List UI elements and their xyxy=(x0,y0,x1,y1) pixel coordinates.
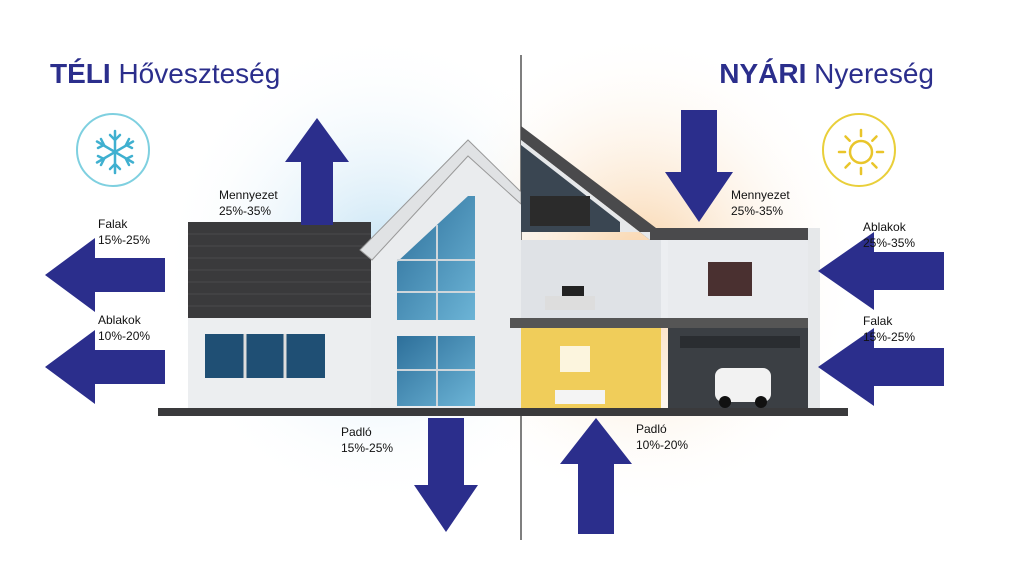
summer-title: NYÁRI Nyereség xyxy=(719,58,934,90)
house-right-half xyxy=(510,126,820,410)
arrow-summer-windows xyxy=(818,232,944,310)
arrow-winter-walls xyxy=(45,238,165,312)
label-winter-walls-name: Falak xyxy=(98,217,128,231)
arrow-summer-roof xyxy=(665,110,733,222)
arrow-winter-windows xyxy=(45,330,165,404)
arrow-summer-floor xyxy=(560,418,632,534)
arrow-winter-roof xyxy=(285,118,349,225)
label-summer-windows-name: Ablakok xyxy=(863,220,906,234)
label-winter-roof-name: Mennyezet xyxy=(219,188,278,202)
label-summer-floor-name: Padló xyxy=(636,422,667,436)
label-summer-roof-value: 25%-35% xyxy=(731,204,784,218)
label-winter-windows-value: 10%-20% xyxy=(98,329,151,343)
label-summer-walls-name: Falak xyxy=(863,314,893,328)
label-summer-roof-name: Mennyezet xyxy=(731,188,790,202)
label-winter-walls-value: 15%-25% xyxy=(98,233,151,247)
label-summer-roof: Mennyezet 25%-35% xyxy=(731,187,790,219)
arrows-winter xyxy=(45,118,478,532)
label-winter-windows-name: Ablakok xyxy=(98,313,141,327)
winter-title-bold: TÉLI xyxy=(50,58,111,89)
summer-title-normal: Nyereség xyxy=(814,58,934,89)
label-summer-walls-value: 15%-25% xyxy=(863,330,916,344)
label-summer-windows-value: 25%-35% xyxy=(863,236,916,250)
winter-title-normal: Hőveszteség xyxy=(118,58,281,89)
arrows-summer xyxy=(560,110,944,534)
snowflake-icon xyxy=(95,129,135,175)
label-winter-walls: Falak 15%-25% xyxy=(98,216,150,248)
label-winter-windows: Ablakok 10%-20% xyxy=(98,312,150,344)
label-winter-roof: Mennyezet 25%-35% xyxy=(219,187,278,219)
winter-title: TÉLI Hőveszteség xyxy=(50,58,280,90)
label-summer-floor: Padló 10%-20% xyxy=(636,421,688,453)
label-summer-windows: Ablakok 25%-35% xyxy=(863,219,915,251)
label-summer-walls: Falak 15%-25% xyxy=(863,313,915,345)
arrow-summer-walls xyxy=(818,328,944,406)
snowflake-badge xyxy=(76,113,150,187)
sun-icon xyxy=(837,128,885,176)
label-winter-floor: Padló 15%-25% xyxy=(341,424,393,456)
label-summer-floor-value: 10%-20% xyxy=(636,438,689,452)
sun-badge xyxy=(822,113,896,187)
label-winter-floor-name: Padló xyxy=(341,425,372,439)
label-winter-roof-value: 25%-35% xyxy=(219,204,272,218)
summer-title-bold: NYÁRI xyxy=(719,58,807,89)
house-left-half xyxy=(188,139,522,410)
ground-line xyxy=(158,408,848,416)
arrow-winter-floor xyxy=(414,418,478,532)
label-winter-floor-value: 15%-25% xyxy=(341,441,394,455)
